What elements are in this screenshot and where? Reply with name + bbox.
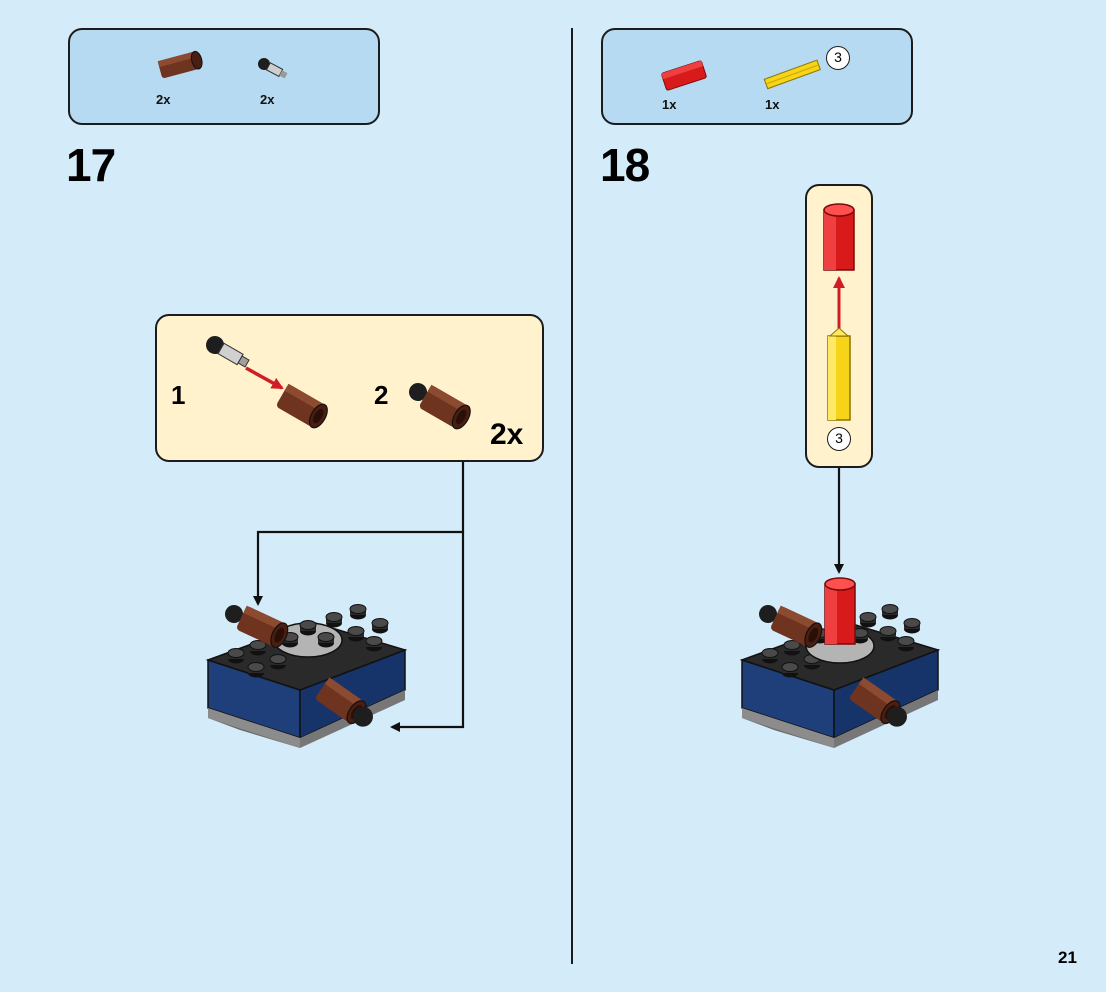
callout-pin-before bbox=[206, 336, 250, 368]
step-number-17: 17 bbox=[66, 139, 116, 191]
brown-connector-pin-icon bbox=[157, 50, 203, 79]
callout-yellow-axle bbox=[827, 327, 851, 421]
callout-brown-pin-2 bbox=[409, 383, 475, 433]
part-qty-yellow-axle: 1x bbox=[765, 97, 780, 112]
substep-2-label: 2 bbox=[374, 380, 389, 410]
pointer-line-left bbox=[253, 462, 465, 606]
step-17-callout bbox=[155, 314, 544, 462]
yellow-axle-icon bbox=[763, 59, 821, 90]
substep-1-label: 1 bbox=[171, 380, 186, 410]
pointer-line-right bbox=[390, 532, 465, 732]
red-axle-connector-icon bbox=[661, 60, 707, 91]
axle-length-badge: 3 bbox=[826, 46, 850, 70]
callout-red-connector bbox=[823, 203, 855, 271]
part-qty-black-pin: 2x bbox=[260, 92, 275, 107]
step-17-parts-box bbox=[68, 28, 380, 125]
page-number: 21 bbox=[1058, 948, 1077, 967]
step-18-model bbox=[739, 577, 941, 748]
part-qty-red-connector: 1x bbox=[662, 97, 677, 112]
step-18-parts-box bbox=[601, 28, 913, 125]
part-qty-brown-pin: 2x bbox=[156, 92, 171, 107]
step-17-model bbox=[205, 604, 408, 748]
page-divider bbox=[571, 28, 573, 964]
black-axle-pin-icon bbox=[258, 58, 288, 79]
step-number-18: 18 bbox=[600, 139, 650, 191]
callout-axle-length-badge: 3 bbox=[827, 427, 851, 451]
callout-red-arrow bbox=[245, 366, 284, 390]
callout-brown-pin-1 bbox=[274, 383, 332, 432]
callout-multiplier: 2x bbox=[490, 418, 524, 451]
